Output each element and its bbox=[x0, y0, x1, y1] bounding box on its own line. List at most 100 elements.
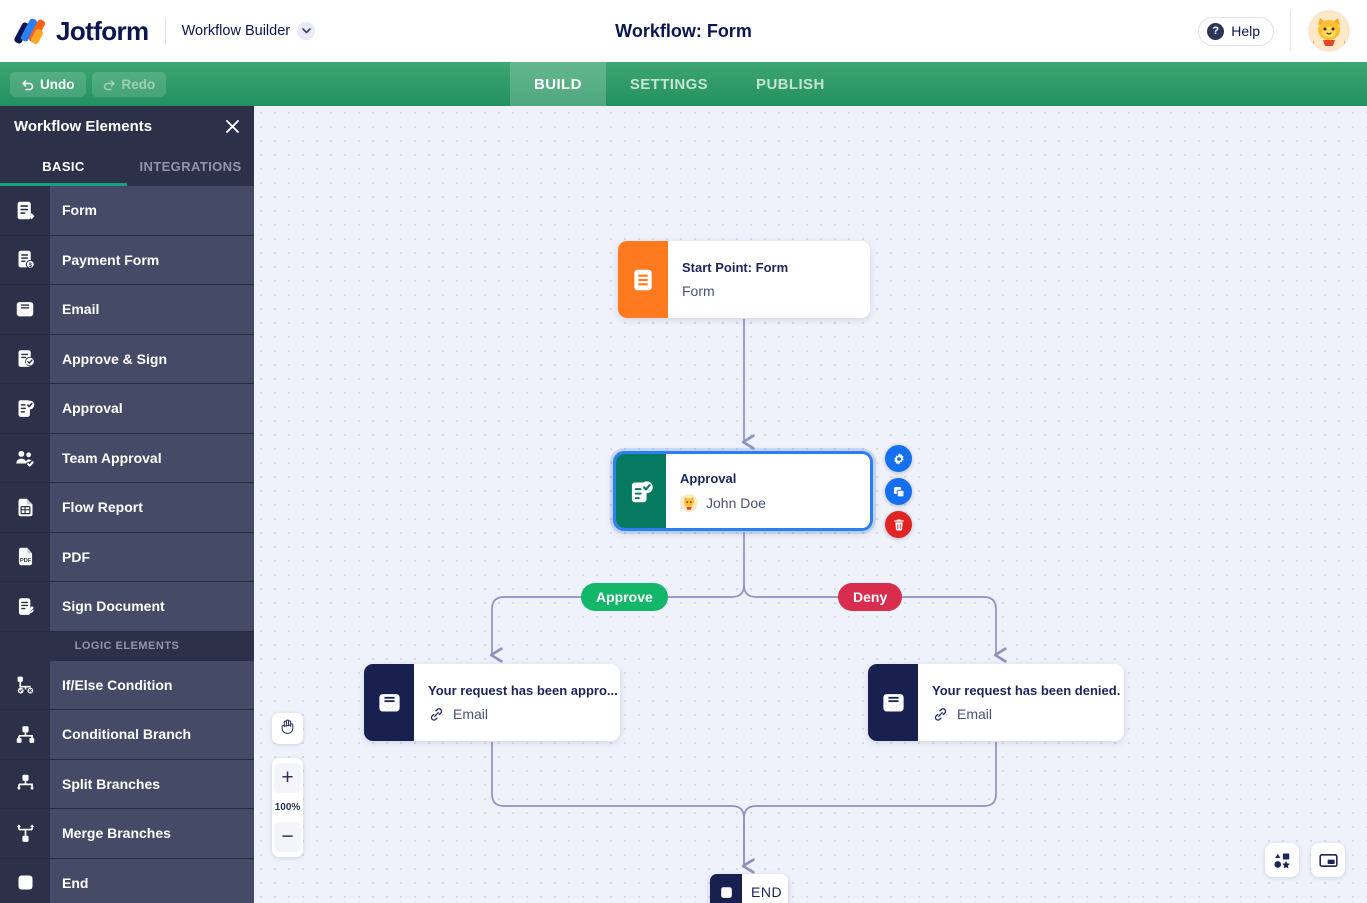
assignee-avatar bbox=[680, 493, 698, 512]
sidebar-item-label: Conditional Branch bbox=[50, 710, 254, 759]
sidebar-item-email[interactable]: Email bbox=[0, 285, 254, 335]
jotform-logo-icon bbox=[13, 16, 47, 46]
envelope-icon bbox=[0, 285, 50, 334]
envelope-icon bbox=[868, 664, 918, 741]
link-icon bbox=[428, 706, 445, 723]
sidebar-item-team-approval[interactable]: Team Approval bbox=[0, 433, 254, 483]
node-subtitle-text: Email bbox=[453, 706, 489, 722]
undo-button[interactable]: Undo bbox=[10, 71, 86, 97]
sidebar-item-label: Approve & Sign bbox=[50, 334, 254, 383]
sidebar-header: Workflow Elements bbox=[0, 106, 254, 146]
sidebar-item-split-branches[interactable]: Split Branches bbox=[0, 759, 254, 809]
undo-arrow-icon bbox=[21, 78, 34, 91]
node-email-approved[interactable]: Your request has been appro... Email bbox=[364, 664, 620, 741]
link-icon bbox=[932, 706, 949, 723]
top-header: Jotform Workflow Builder Workflow: Form … bbox=[0, 0, 1367, 62]
sidebar-item-payment-form[interactable]: $ Payment Form bbox=[0, 235, 254, 285]
help-label: Help bbox=[1231, 23, 1260, 39]
envelope-icon bbox=[364, 664, 414, 741]
node-title: END bbox=[751, 884, 783, 900]
node-approval[interactable]: Approval John Doe bbox=[613, 451, 873, 531]
brand-block[interactable]: Jotform bbox=[0, 16, 149, 47]
node-action-buttons bbox=[885, 445, 912, 538]
branch-label-deny[interactable]: Deny bbox=[838, 583, 903, 611]
hand-icon bbox=[279, 718, 296, 740]
payment-form-icon: $ bbox=[0, 235, 50, 284]
avatar[interactable] bbox=[1307, 9, 1351, 53]
end-square-icon bbox=[0, 858, 50, 903]
zoom-out-button[interactable]: − bbox=[274, 822, 301, 852]
builder-toolbar: Undo Redo BUILD SETTINGS PUBLISH bbox=[0, 62, 1367, 106]
team-approval-icon bbox=[0, 433, 50, 482]
node-title: Approval bbox=[680, 470, 737, 486]
header-divider bbox=[164, 18, 166, 44]
sidebar-item-if-else-condition[interactable]: If/Else Condition bbox=[0, 660, 254, 710]
minimap-button[interactable] bbox=[1311, 843, 1345, 877]
node-subtitle: Email bbox=[932, 706, 1120, 723]
approval-check-icon bbox=[0, 384, 50, 433]
form-arrow-icon bbox=[0, 186, 50, 235]
node-subtitle: John Doe bbox=[680, 493, 856, 512]
product-label: Workflow Builder bbox=[181, 23, 291, 39]
node-end[interactable]: END bbox=[710, 874, 788, 903]
node-subtitle: Email bbox=[428, 706, 618, 723]
sidebar-item-list: Form $ Payment Form Email Approve & Sign bbox=[0, 186, 254, 903]
workflow-canvas[interactable]: Start Point: Form Form Approval bbox=[254, 106, 1367, 903]
builder-tabs: BUILD SETTINGS PUBLISH bbox=[510, 62, 849, 106]
sidebar-item-approve-sign[interactable]: Approve & Sign bbox=[0, 334, 254, 384]
tab-settings[interactable]: SETTINGS bbox=[629, 75, 709, 93]
help-button[interactable]: ? Help bbox=[1198, 16, 1274, 46]
sidebar-item-conditional-branch[interactable]: Conditional Branch bbox=[0, 710, 254, 760]
close-icon[interactable] bbox=[225, 119, 240, 134]
copy-icon[interactable] bbox=[885, 478, 912, 505]
sidebar-item-label: If/Else Condition bbox=[50, 660, 254, 709]
redo-button[interactable]: Redo bbox=[91, 71, 167, 97]
tab-integrations[interactable]: INTEGRATIONS bbox=[139, 158, 242, 174]
tab-basic[interactable]: BASIC bbox=[0, 146, 127, 186]
redo-label: Redo bbox=[121, 76, 156, 92]
tab-build[interactable]: BUILD bbox=[510, 62, 606, 106]
node-start-point[interactable]: Start Point: Form Form bbox=[618, 241, 870, 318]
sidebar-item-flow-report[interactable]: Flow Report bbox=[0, 483, 254, 533]
approval-check-icon bbox=[616, 454, 666, 528]
sidebar-item-approval[interactable]: Approval bbox=[0, 384, 254, 434]
merge-branches-icon bbox=[0, 809, 50, 858]
sign-document-icon bbox=[0, 582, 50, 631]
shapes-icon bbox=[1273, 851, 1292, 870]
svg-text:PDF: PDF bbox=[19, 558, 31, 564]
node-title: Start Point: Form bbox=[682, 260, 789, 275]
node-email-denied[interactable]: Your request has been denied. Email bbox=[868, 664, 1124, 741]
node-body: Your request has been appro... Email bbox=[414, 664, 620, 741]
tab-publish[interactable]: PUBLISH bbox=[756, 75, 825, 93]
sidebar-item-merge-branches[interactable]: Merge Branches bbox=[0, 809, 254, 859]
brand-name: Jotform bbox=[56, 15, 149, 46]
minimap-icon bbox=[1318, 850, 1339, 871]
sidebar-item-label: Team Approval bbox=[50, 433, 254, 482]
pan-tool-button[interactable] bbox=[272, 713, 303, 744]
trash-icon[interactable] bbox=[885, 511, 912, 538]
elements-panel-button[interactable] bbox=[1265, 843, 1299, 877]
product-switcher[interactable]: Workflow Builder bbox=[182, 22, 316, 40]
node-subtitle-text: John Doe bbox=[706, 494, 766, 511]
node-title: Your request has been appro... bbox=[428, 682, 618, 698]
question-mark-icon: ? bbox=[1207, 22, 1225, 40]
branch-label-approve[interactable]: Approve bbox=[581, 583, 668, 611]
zoom-in-button[interactable]: + bbox=[274, 763, 301, 793]
chevron-down-icon[interactable] bbox=[297, 22, 316, 40]
sidebar-item-label: PDF bbox=[50, 532, 254, 581]
sidebar-item-pdf[interactable]: PDF PDF bbox=[0, 532, 254, 582]
sidebar-tabs: BASIC INTEGRATIONS bbox=[0, 146, 254, 186]
sidebar-item-label: Payment Form bbox=[50, 235, 254, 284]
node-body: Your request has been denied. Email bbox=[918, 664, 1124, 741]
sidebar-item-sign-document[interactable]: Sign Document bbox=[0, 582, 254, 632]
sidebar-item-end[interactable]: End bbox=[0, 858, 254, 903]
sidebar-item-label: Flow Report bbox=[50, 483, 254, 532]
node-title: Your request has been denied. bbox=[932, 682, 1121, 698]
node-body: END bbox=[742, 874, 788, 903]
node-subtitle-text: Email bbox=[957, 706, 993, 722]
gear-icon[interactable] bbox=[885, 445, 912, 472]
end-square-icon bbox=[710, 874, 742, 903]
header-right: ? Help bbox=[1198, 0, 1367, 62]
sidebar-item-form[interactable]: Form bbox=[0, 186, 254, 236]
split-branches-icon bbox=[0, 759, 50, 808]
